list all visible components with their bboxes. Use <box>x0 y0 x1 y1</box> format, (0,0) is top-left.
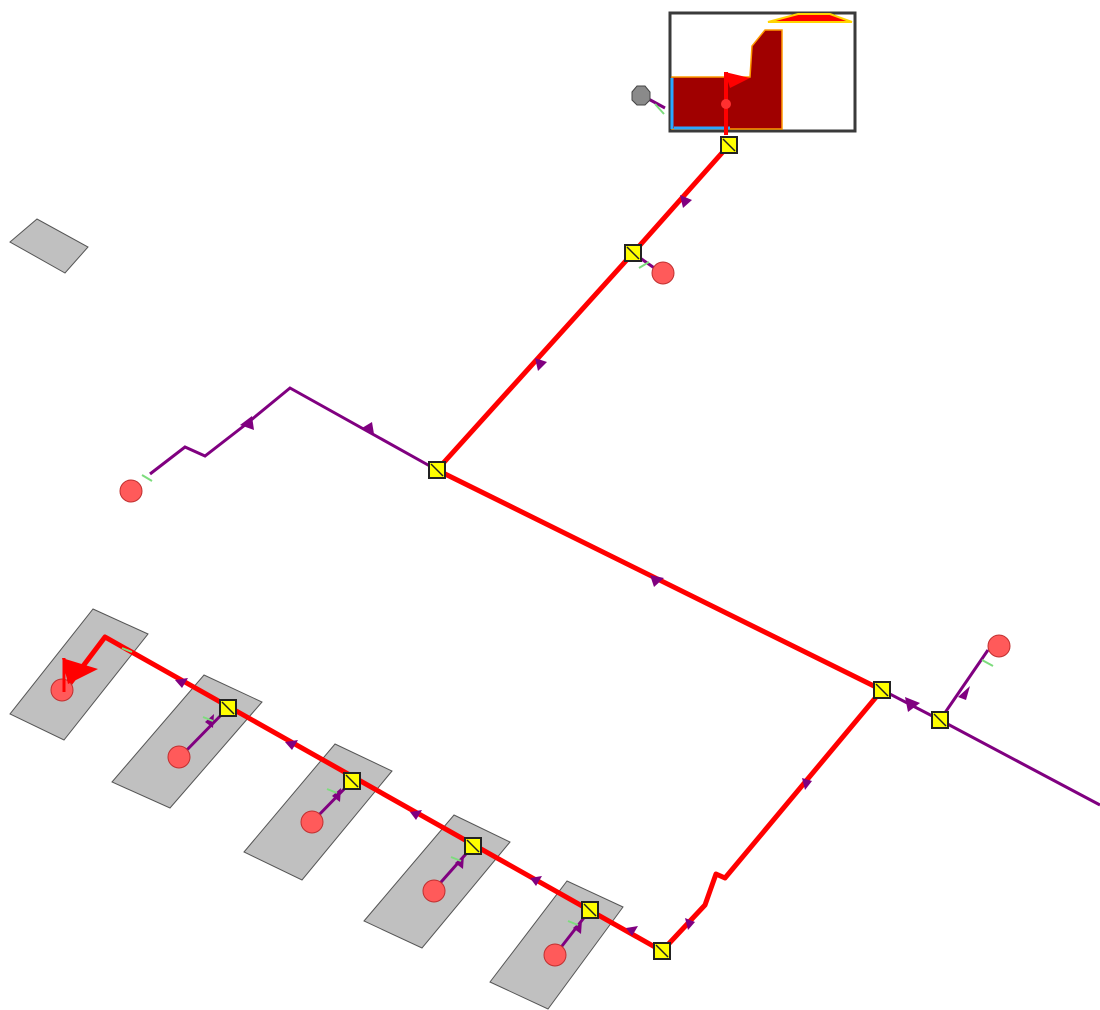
node-square-icon[interactable] <box>343 772 361 790</box>
flow-arrow-icon <box>573 920 582 934</box>
tick <box>202 716 214 722</box>
endpoint-circle-icon <box>721 99 731 109</box>
inset-panel[interactable] <box>668 11 857 135</box>
node-square-icon[interactable] <box>428 461 446 479</box>
flow-arrow-icon <box>410 810 422 820</box>
node-square-icon[interactable] <box>624 244 642 262</box>
flag-icon <box>725 72 750 88</box>
flow-arrow-icon <box>240 416 254 430</box>
flow-arrow-icon <box>650 575 664 587</box>
tick <box>141 474 153 482</box>
flow-arrow-icon <box>205 714 214 728</box>
tick <box>326 788 338 794</box>
node-square-icon[interactable] <box>464 837 482 855</box>
tick <box>121 647 133 653</box>
node-square-icon[interactable] <box>219 699 237 717</box>
connection-ticks <box>121 103 994 926</box>
inactive-endpoint-icon[interactable] <box>631 85 651 106</box>
node-square-icon[interactable] <box>581 901 599 919</box>
flow-arrow-icon <box>535 358 547 371</box>
flow-arrow-icon <box>626 926 638 936</box>
endpoint-circle-icon[interactable] <box>167 745 191 769</box>
flow-arrow-icon <box>802 778 812 790</box>
endpoint-circle-icon[interactable] <box>651 261 675 285</box>
structure-small[interactable] <box>9 218 89 274</box>
flag-marker[interactable] <box>62 658 98 692</box>
nodes-layer <box>219 136 949 960</box>
service-line[interactable] <box>938 649 990 721</box>
endpoint-circle-icon[interactable] <box>422 879 446 903</box>
flow-arrow-icon <box>285 740 298 750</box>
flow-arrows <box>175 195 970 936</box>
node-square-icon[interactable] <box>873 681 891 699</box>
endpoint-circle-icon[interactable] <box>119 479 143 503</box>
flow-arrow-icon <box>175 678 188 688</box>
flag-icon <box>62 658 98 684</box>
tick <box>638 261 650 269</box>
endpoint-circle-icon[interactable] <box>543 943 567 967</box>
flow-arrow-icon <box>905 697 920 712</box>
endpoint-circle-icon[interactable] <box>987 634 1011 658</box>
main-line-west[interactable] <box>149 386 438 476</box>
flow-arrow-icon <box>530 876 542 886</box>
flow-arrow-icon <box>455 855 464 869</box>
tick <box>450 856 462 862</box>
flow-arrow-icon <box>332 788 341 802</box>
endpoint-circle-icon[interactable] <box>50 678 74 702</box>
endpoints-layer <box>50 261 1011 967</box>
flow-arrow-icon <box>362 422 374 434</box>
inset-top-shape <box>767 13 853 23</box>
node-square-icon[interactable] <box>931 711 949 729</box>
tick <box>567 920 579 926</box>
flow-arrow-icon <box>680 195 692 208</box>
node-square-icon[interactable] <box>720 136 738 154</box>
tick <box>654 103 665 115</box>
endpoint-circle-icon[interactable] <box>300 810 324 834</box>
flow-arrow-icon <box>958 686 970 700</box>
tick <box>981 659 994 667</box>
flow-arrow-icon <box>685 918 695 930</box>
node-square-icon[interactable] <box>653 942 671 960</box>
